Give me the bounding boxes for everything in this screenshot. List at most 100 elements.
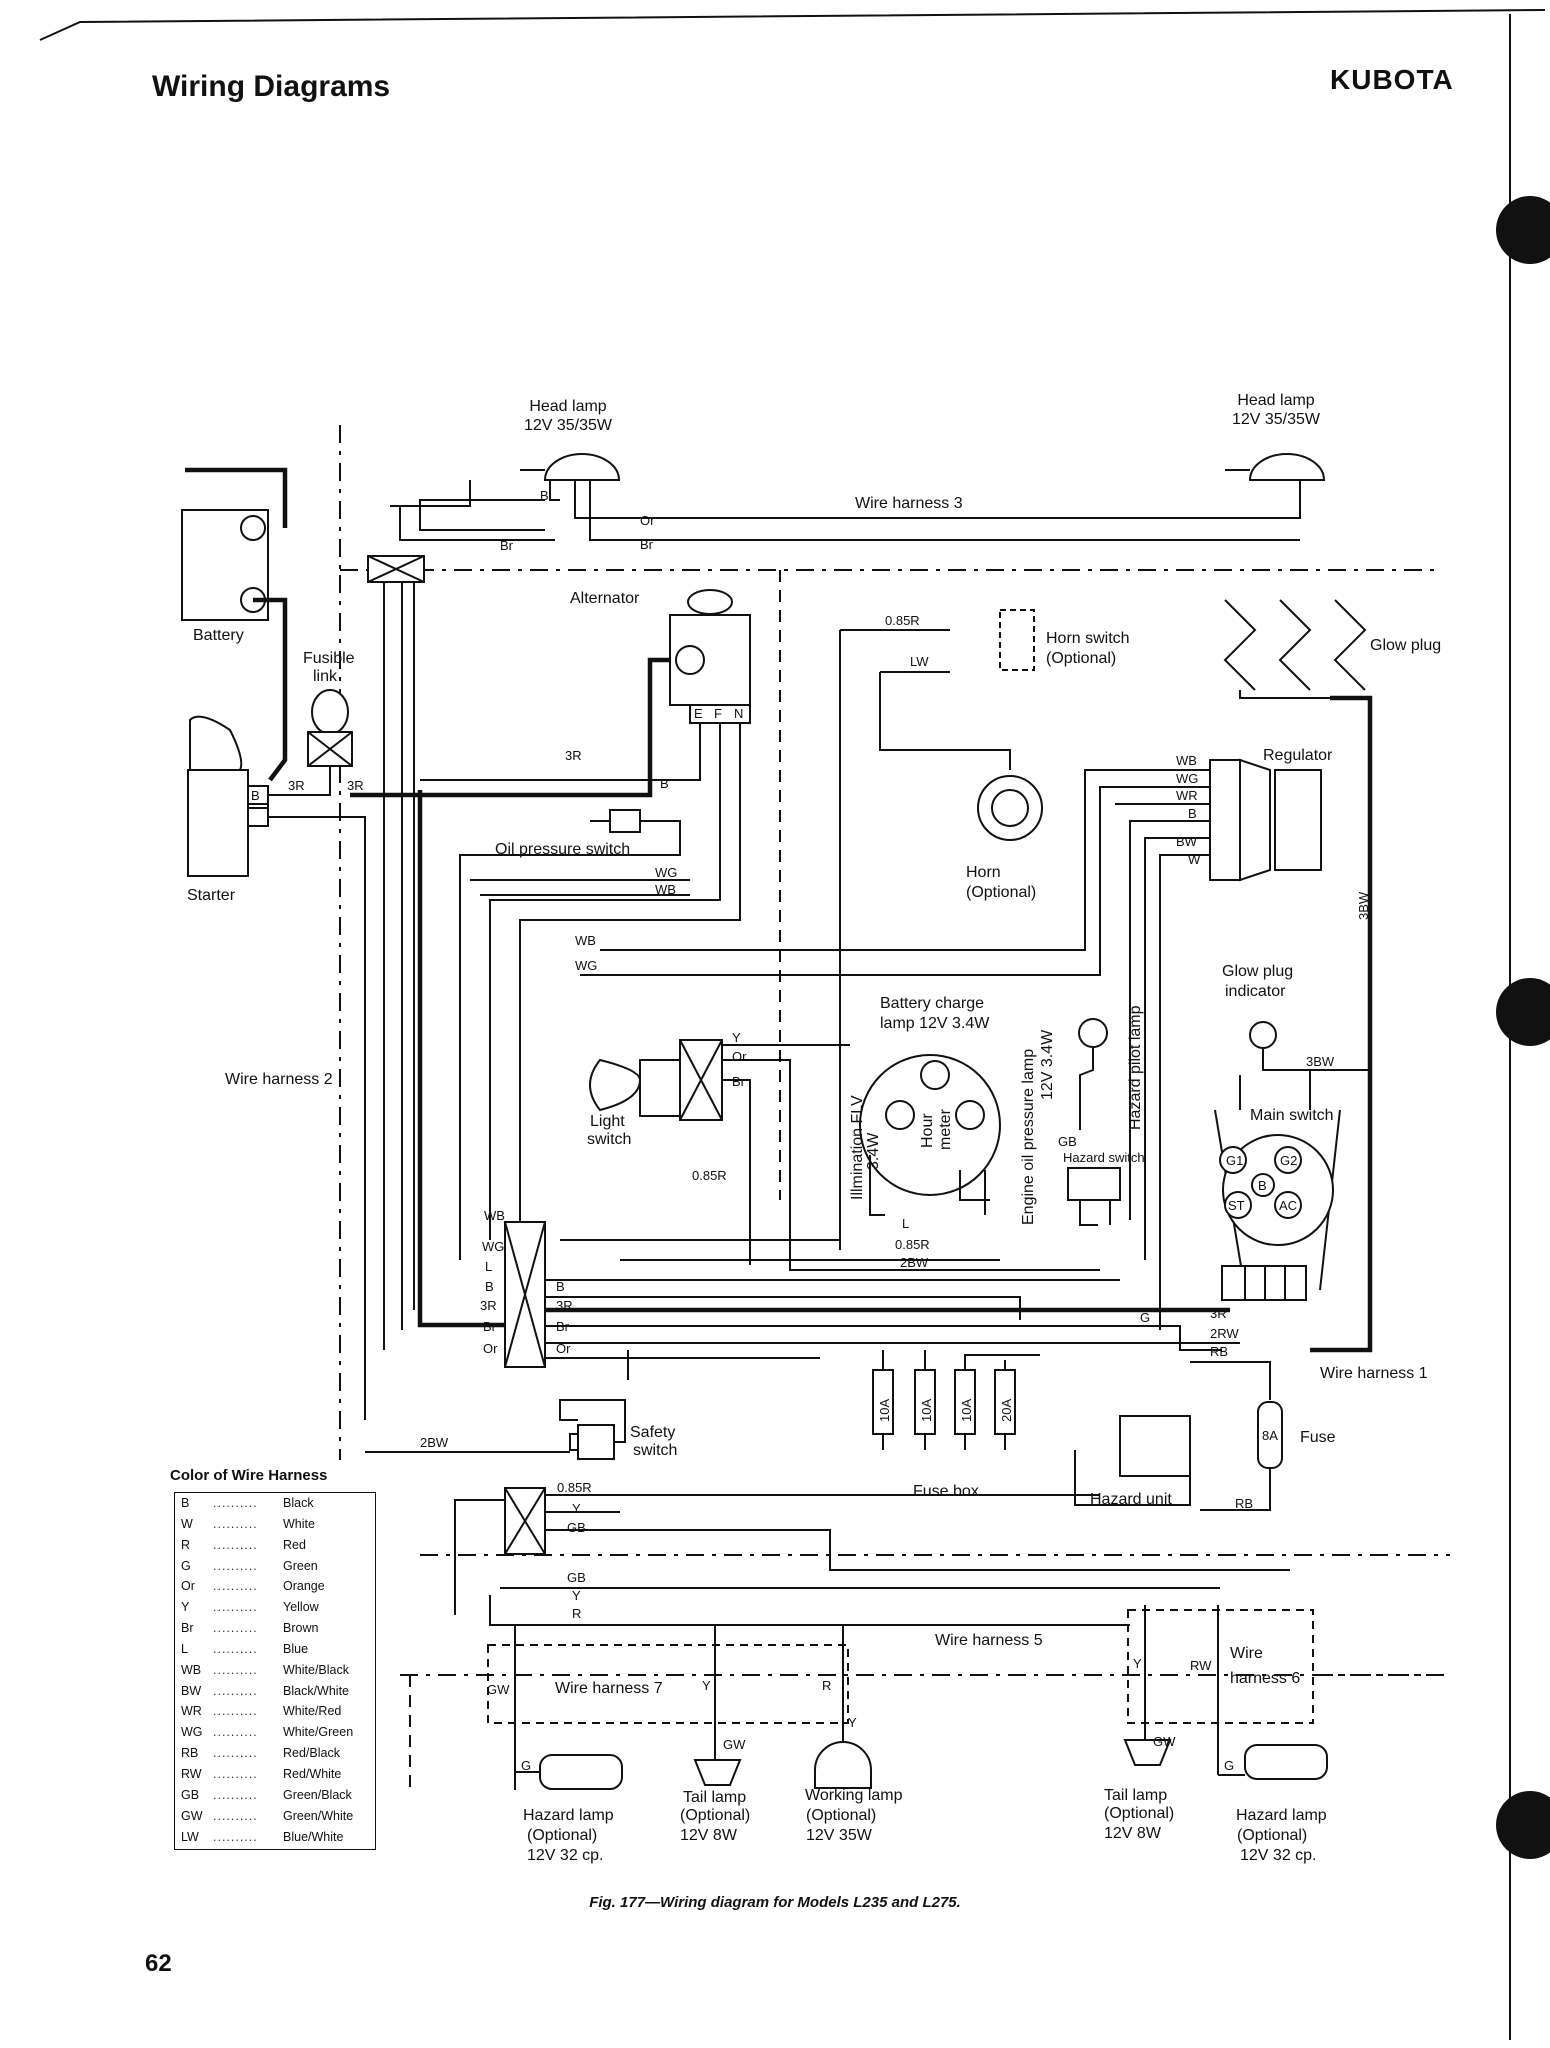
wire-label-g: G xyxy=(1224,1758,1234,1773)
legend-row: WB..........White/Black xyxy=(175,1660,375,1681)
battery-charge-lamp-label-1: Battery charge xyxy=(880,995,984,1012)
head-lamp-left-label: Head lamp xyxy=(529,398,606,415)
wire-label-2rw: 2RW xyxy=(1210,1326,1239,1341)
glow-plug: Glow plug xyxy=(1223,599,1441,1353)
legend-color-name: Red/White xyxy=(283,1766,342,1781)
horn-switch-label: Horn switch xyxy=(1046,630,1130,647)
engine-oil-pressure-lamp-label-1: Engine oil pressure lamp xyxy=(1020,1049,1037,1225)
tail-lamp-right-label: Tail lamp xyxy=(1104,1787,1167,1804)
wire-harness-6-label-2: harness 6 xyxy=(1230,1670,1300,1687)
legend-code: WR xyxy=(181,1704,202,1719)
fuse-8a: 8A Fuse xyxy=(1257,1401,1336,1469)
legend-code: WB xyxy=(181,1662,202,1677)
wire-label-b: B xyxy=(660,776,669,791)
legend-row: RW..........Red/White xyxy=(175,1764,375,1785)
hazard-pilot-lamp: Hazard pilot lamp xyxy=(1078,1005,1144,1130)
wire-harness-3-label: Wire harness 3 xyxy=(855,495,963,512)
wire-label-br: Br xyxy=(640,537,654,552)
fusible-link: Fusible link xyxy=(303,650,355,767)
starter-terminal-b: B xyxy=(251,788,260,803)
wire-label-g: G xyxy=(1140,1310,1150,1325)
wire-label-3r: 3R xyxy=(347,778,364,793)
legend-row: G..........Green xyxy=(175,1556,375,1577)
wire-label-3bw: 3BW xyxy=(1306,1054,1335,1069)
legend-color-name: White xyxy=(283,1516,315,1531)
legend-color-name: Orange xyxy=(283,1579,325,1594)
legend-code: G xyxy=(181,1558,191,1573)
tail-lamp-right-optional: (Optional) xyxy=(1104,1805,1174,1822)
fuse-3-rating: 10A xyxy=(959,1399,974,1422)
legend-row: LW..........Blue/White xyxy=(175,1827,375,1848)
wire-label-0-85r: 0.85R xyxy=(895,1237,930,1252)
wire-label-2bw: 2BW xyxy=(900,1255,929,1270)
wire-label-gw: GW xyxy=(1153,1734,1176,1749)
head-lamp-wires xyxy=(390,480,1301,541)
main-switch-terminal-ac: AC xyxy=(1279,1198,1297,1213)
legend-dot-leader: .......... xyxy=(213,1600,258,1615)
wire-label-wb: WB xyxy=(575,933,596,948)
alternator-label: Alternator xyxy=(570,590,640,607)
wire-label-gb: GB xyxy=(567,1520,586,1535)
wire-label-wg: WG xyxy=(575,958,597,973)
wire-label-2bw: 2BW xyxy=(420,1435,449,1450)
wire-label-3r: 3R xyxy=(480,1298,497,1313)
wire-label-wb: WB xyxy=(655,882,676,897)
legend-dot-leader: .......... xyxy=(213,1787,258,1802)
fusible-link-label-2: link xyxy=(313,668,338,685)
wire-harness-1-label: Wire harness 1 xyxy=(1320,1365,1428,1382)
wire-label-3bw: 3BW xyxy=(1356,891,1371,920)
horn-optional: (Optional) xyxy=(966,884,1036,901)
illumination-lamp-label-1: Illmination FLV xyxy=(849,1095,866,1200)
wire-label-gb: GB xyxy=(1058,1134,1077,1149)
wire-label-l: L xyxy=(485,1259,492,1274)
hazard-lamp-left-label: Hazard lamp xyxy=(523,1807,614,1824)
wire-label-gw: GW xyxy=(723,1737,746,1752)
horn-switch: 0.85R LW Horn switch (Optional) xyxy=(839,609,1130,1250)
battery-cables xyxy=(185,467,288,782)
wire-label-3r: 3R xyxy=(556,1298,573,1313)
wire-label-y: Y xyxy=(702,1678,711,1693)
working-lamp: Working lamp (Optional) 12V 35W xyxy=(805,1741,903,1844)
wire-label-y: Y xyxy=(572,1501,581,1516)
wire-label-3r: 3R xyxy=(565,748,582,763)
legend-dot-leader: .......... xyxy=(213,1662,258,1677)
wire-label-br: Br xyxy=(483,1319,497,1334)
wire-label-wr: WR xyxy=(1176,788,1198,803)
wire-label-wb: WB xyxy=(1176,753,1197,768)
wire-label-0-85r: 0.85R xyxy=(692,1168,727,1183)
safety-switch-label-1: Safety xyxy=(630,1424,675,1441)
figure-caption: Fig. 177—Wiring diagram for Models L235 … xyxy=(589,1894,961,1911)
wire-label-rb: RB xyxy=(1235,1496,1253,1511)
page-title: Wiring Diagrams xyxy=(152,70,391,103)
battery-label: Battery xyxy=(193,627,244,644)
glow-plug-label: Glow plug xyxy=(1370,637,1441,654)
wire-harness-6-label-1: Wire xyxy=(1230,1645,1263,1662)
legend-code: R xyxy=(181,1537,191,1552)
hazard-lamp-right-label: Hazard lamp xyxy=(1236,1807,1327,1824)
legend-dot-leader: .......... xyxy=(213,1766,258,1781)
wire-label-rb: RB xyxy=(1210,1344,1228,1359)
fuse-box: 10A 10A 10A 20A Fuse box xyxy=(872,1369,1016,1500)
fuse-1-rating: 10A xyxy=(877,1399,892,1422)
illumination-lamp-label-2: 3.4W xyxy=(865,1132,882,1170)
tail-lamp-right: Tail lamp (Optional) 12V 8W xyxy=(1104,1739,1174,1842)
legend-row: B..........Black xyxy=(175,1493,375,1514)
legend-color-name: Red/Black xyxy=(283,1746,340,1761)
legend-color-name: Black xyxy=(283,1496,314,1510)
wire-label-br: Br xyxy=(732,1074,746,1089)
legend-row: WR..........White/Red xyxy=(175,1701,375,1722)
hazard-switch: Hazard switch xyxy=(1063,1150,1145,1201)
glow-plug-indicator-label-1: Glow plug xyxy=(1222,963,1293,980)
legend-dot-leader: .......... xyxy=(213,1725,258,1740)
legend-code: GW xyxy=(181,1808,203,1823)
alternator-terminal-e: E xyxy=(694,706,703,721)
wire-label-gb: GB xyxy=(567,1570,586,1585)
hazard-unit: Hazard unit xyxy=(1074,1415,1191,1508)
legend-row: BW..........Black/White xyxy=(175,1681,375,1702)
harness-6-box xyxy=(1127,1609,1314,1724)
legend-row: Y..........Yellow xyxy=(175,1597,375,1618)
glow-plug-indicator: Glow plug indicator 3BW xyxy=(1222,963,1370,1071)
legend-code: Y xyxy=(181,1600,190,1615)
hour-meter-label-1: Hour xyxy=(919,1113,936,1148)
